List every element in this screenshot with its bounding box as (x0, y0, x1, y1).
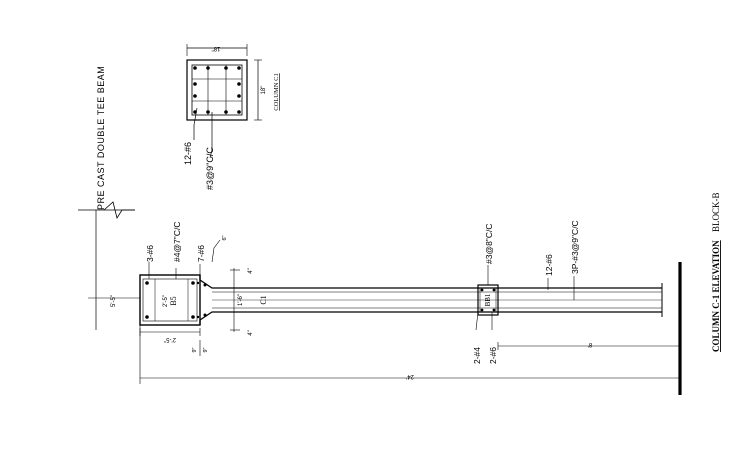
dim-5: 5'-5" (111, 295, 117, 307)
c1-label: C1 (259, 295, 268, 304)
section-dim-top: 18" (212, 45, 221, 51)
dim-2a: 2'-5" (163, 295, 169, 307)
precast-beam: PRE CAST DOUBLE TEE BEAM 5'-5" (78, 66, 140, 330)
section-ties-label: #3@9"C/C (205, 147, 215, 190)
dim-6: 6" (222, 235, 228, 240)
callouts: 3-#6 #4@7"C/C 7-#6 6" #3@8"C/C 12-#6 3P-… (145, 220, 580, 364)
section-outline (186, 59, 248, 121)
break-symbol (103, 201, 135, 220)
bb1-label: BB1 (484, 293, 492, 306)
section-tie (191, 64, 243, 116)
dim-a: 9" (192, 347, 198, 352)
dim-span: 8' (588, 341, 592, 347)
dim-total: 24' (406, 373, 414, 379)
b5-block (139, 274, 201, 326)
drawing-title: COLUMN C-1 ELEVATION (711, 240, 721, 352)
col-bars: 12-#6 (544, 254, 554, 276)
beam-note: PRE CAST DOUBLE TEE BEAM (96, 66, 106, 210)
dim-4a: 4" (248, 268, 254, 273)
bars-7: 7-#6 (196, 245, 206, 262)
dim-2b: 2'-5" (164, 336, 176, 342)
section-rebars (193, 66, 241, 114)
dimensions: 2'-5" 9" 9" 8' 24' (139, 325, 680, 384)
b5-top-bars: 3-#6 (145, 245, 155, 262)
bot-bars-1: 2-#4 (472, 347, 482, 364)
dim-b: 9" (203, 347, 209, 352)
bb1-ties: #3@8"C/C (484, 224, 494, 264)
dim-4b: 4" (248, 330, 254, 335)
section-bars-label: 12-#6 (183, 142, 193, 165)
bot-bars-2: 2-#6 (488, 347, 498, 364)
column-elevation: B5 2'-5" C1 1'-6" 4" 4" BB1 (139, 262, 682, 395)
b5-ties: #4@7"C/C (172, 222, 182, 262)
col-ties: 3P-#3@9"C/C (570, 220, 580, 274)
section-title: COLUMN C1 (273, 73, 280, 110)
section-dim-side: 18" (261, 86, 267, 95)
dim-1: 1'-6" (238, 294, 244, 306)
block-label: BLOCK-B (711, 192, 721, 232)
b5-label: B5 (169, 296, 178, 305)
column-section: 18" 18" COLUMN C1 12-#6 #3@9"C/C (183, 44, 280, 190)
